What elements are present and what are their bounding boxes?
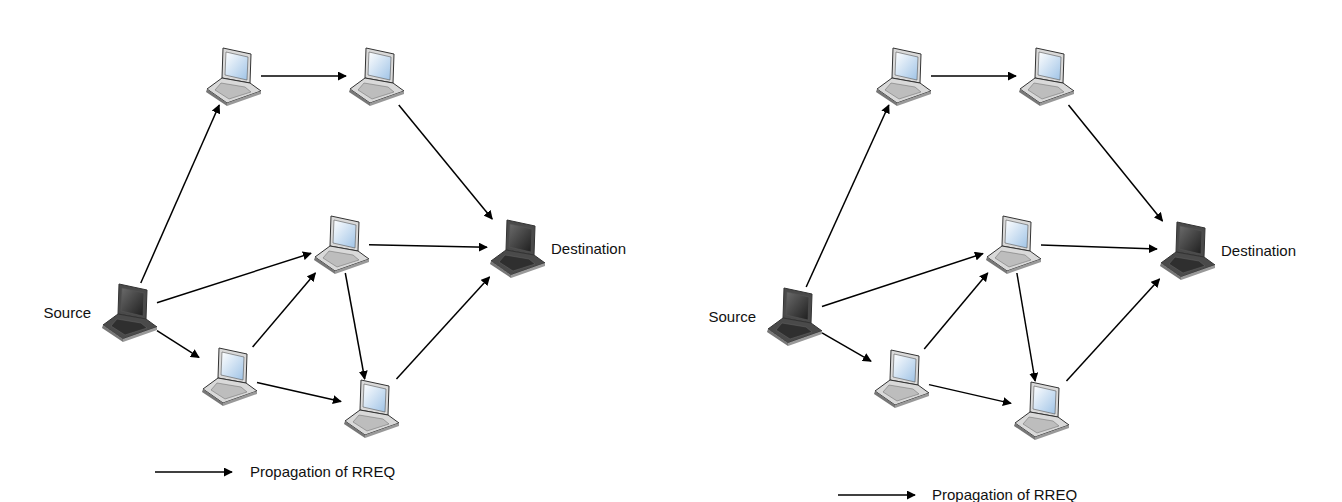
laptop-icon [197,345,259,407]
laptop-icon [869,347,931,409]
laptop-icon [1155,219,1217,281]
rreq-arrow [257,383,341,402]
rreq-arrow [253,273,316,347]
legend-arrow [838,494,915,496]
rreq-arrow [931,75,1016,77]
rreq-arrow [806,105,889,287]
node-label: Source [43,304,91,321]
legend-text: Propagation of RREQ [932,486,1077,502]
legend-arrow [155,471,232,473]
laptop-icon [981,213,1043,275]
laptop-icon [1014,45,1076,107]
laptop-icon [344,45,406,107]
rreq-arrow [369,245,487,248]
node-label: Destination [551,240,626,257]
laptop-node [197,345,259,407]
rreq-arrow [924,273,988,349]
laptop-icon [339,377,401,439]
rreq-arrow [399,105,492,219]
laptop-node [339,377,401,439]
rreq-arrow [1069,105,1163,221]
laptop-node [309,213,371,275]
laptop-icon [309,213,371,275]
laptop-node [981,213,1043,275]
rreq-arrow [929,385,1011,404]
laptop-icon [1009,379,1071,441]
rreq-arrow [822,333,871,361]
node-label: Destination [1221,242,1296,259]
laptop-node [344,45,406,107]
laptop-node: Destination [1155,219,1217,281]
rreq-arrow [261,75,346,77]
laptop-node [201,45,263,107]
laptop-icon [485,217,547,279]
rreq-arrow [1041,245,1157,249]
rreq-arrow [822,254,983,307]
rreq-arrow [396,277,489,379]
legend-text: Propagation of RREQ [250,463,395,480]
rreq-arrow [345,273,364,379]
laptop-node: Source [97,281,159,343]
laptop-node: Destination [485,217,547,279]
laptop-node [871,45,933,107]
rreq-arrow [1017,273,1035,381]
laptop-icon [871,45,933,107]
rreq-arrow [1066,279,1159,381]
laptop-icon [201,45,263,107]
node-label: Source [708,308,756,325]
rreq-arrow [141,105,219,283]
laptop-node [1014,45,1076,107]
laptop-node [1009,379,1071,441]
laptop-icon [97,281,159,343]
laptop-icon [762,285,824,347]
laptop-node: Source [762,285,824,347]
rreq-arrow [157,253,311,302]
laptop-node [869,347,931,409]
rreq-arrow [157,331,199,358]
